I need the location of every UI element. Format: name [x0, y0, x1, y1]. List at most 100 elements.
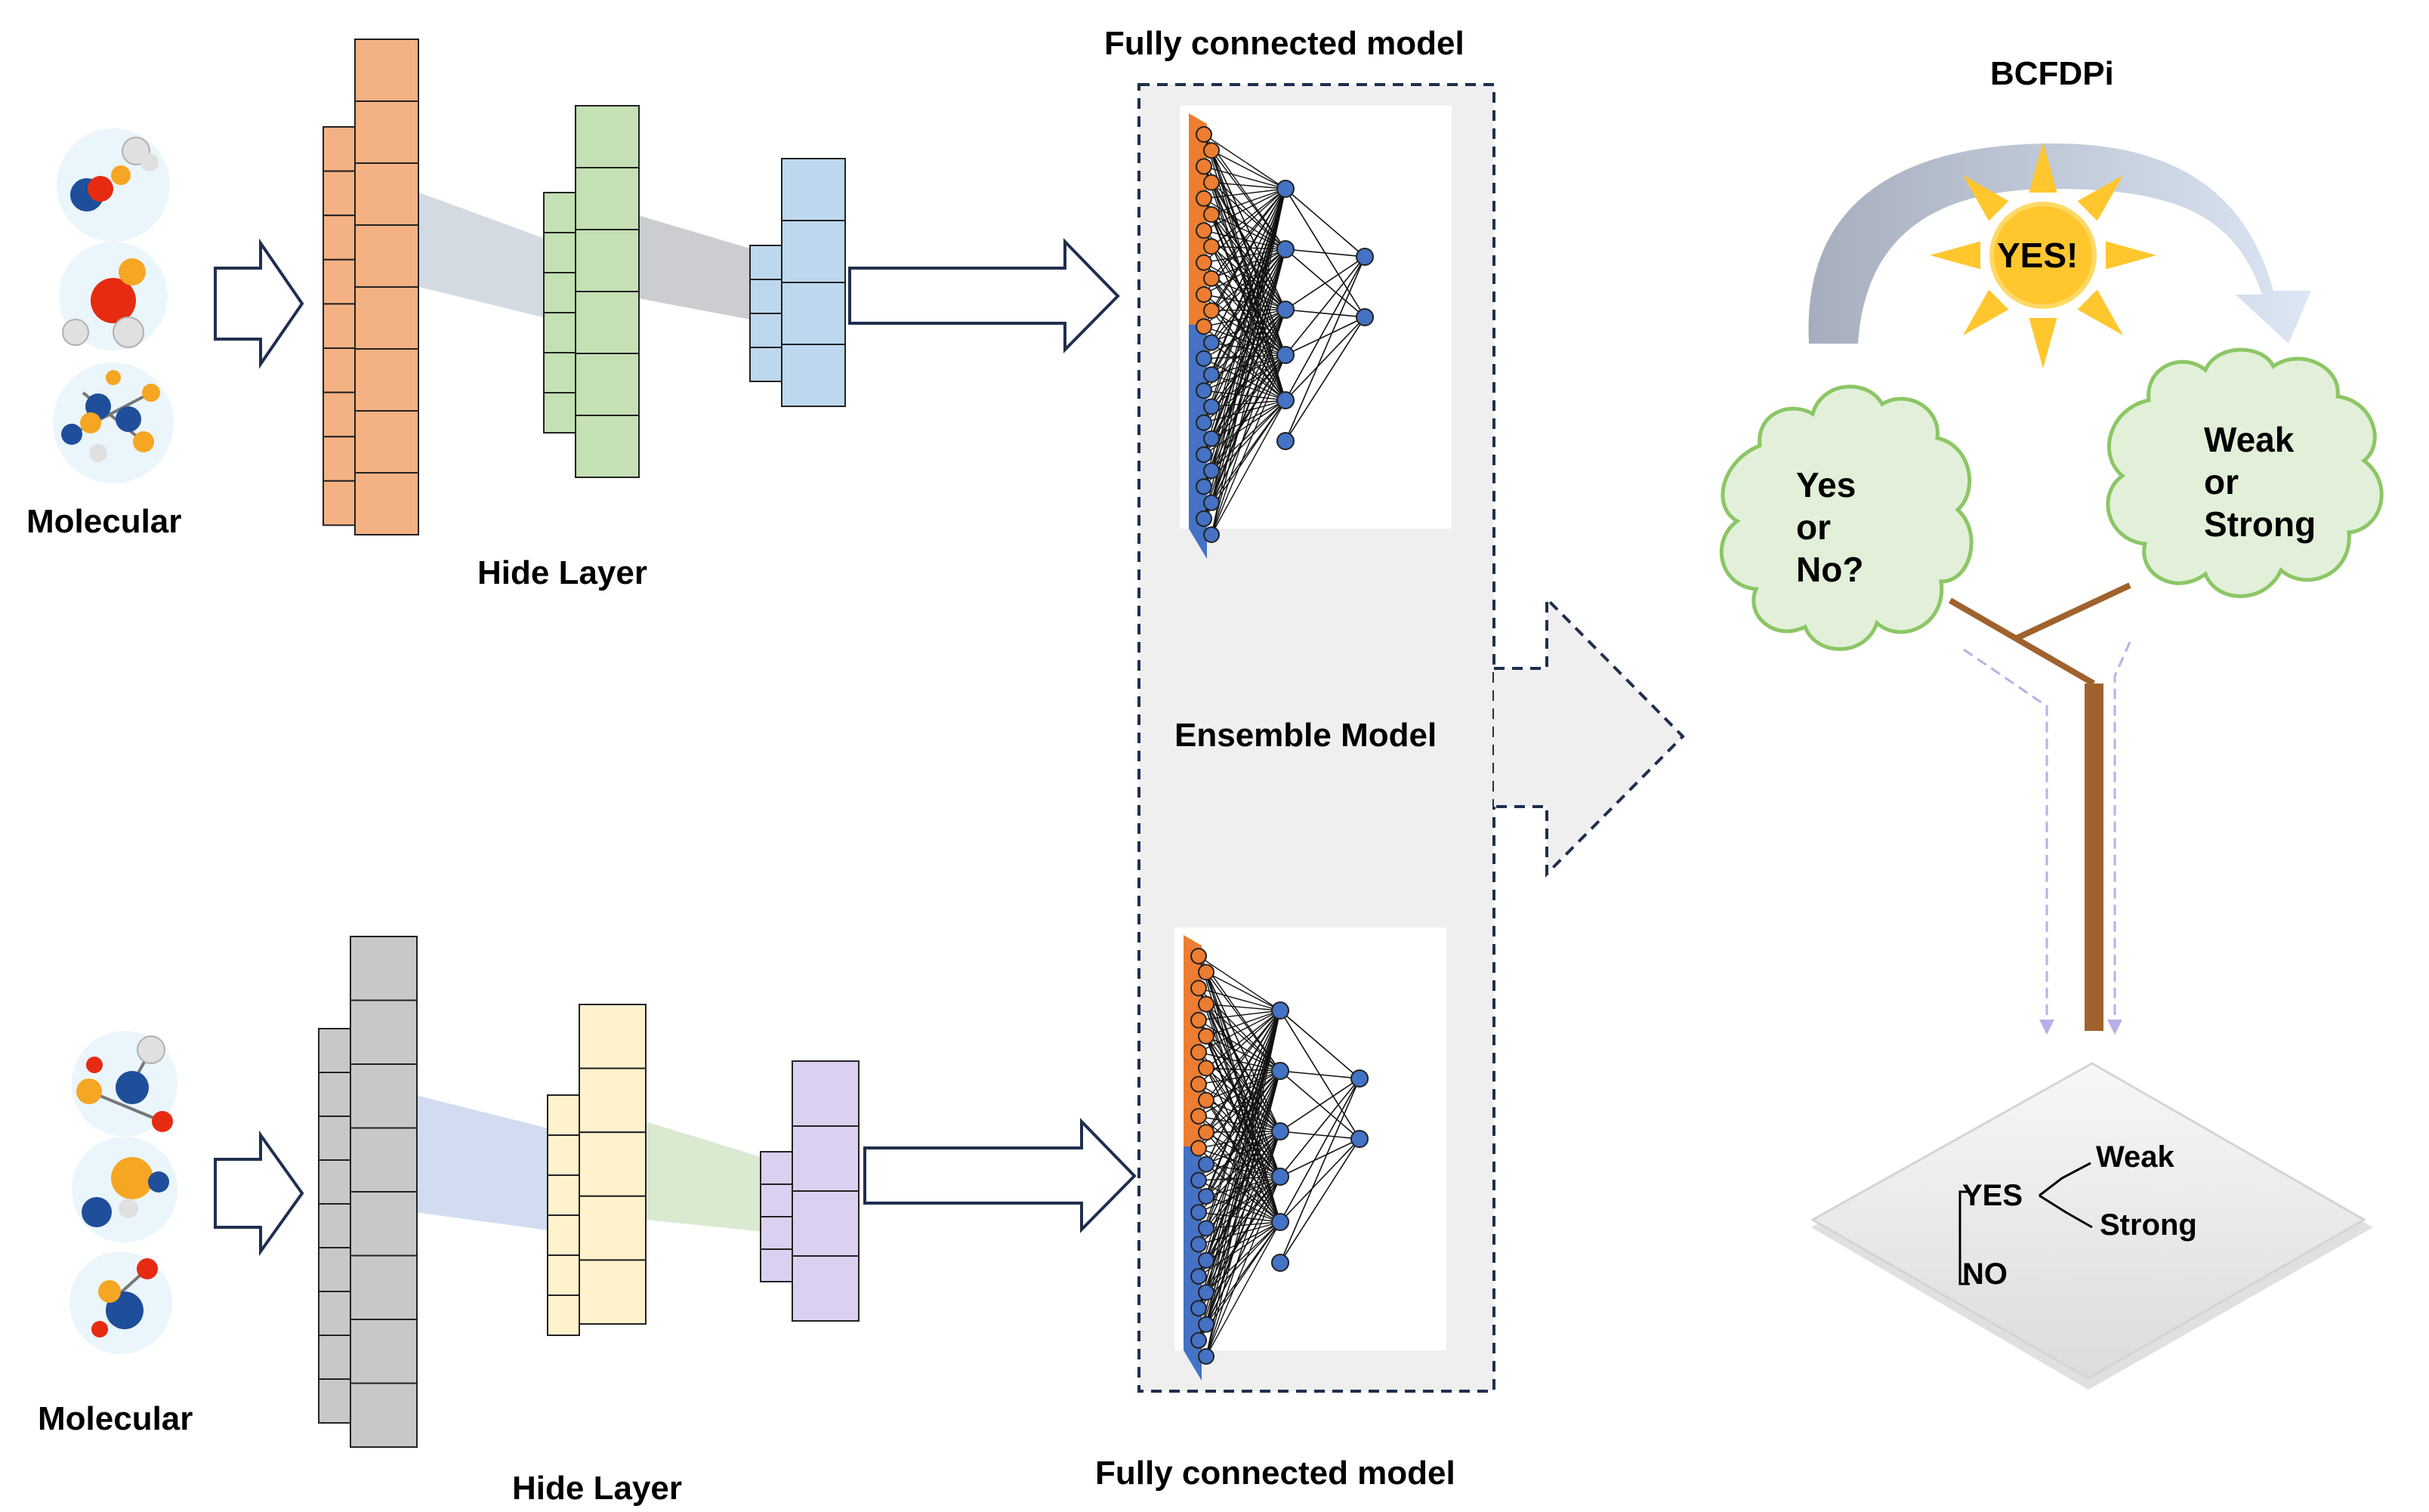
layer-back-cell [543, 352, 576, 393]
input-node [1203, 334, 1220, 351]
fc-edge [1285, 248, 1366, 258]
layer-front-cell [579, 1067, 647, 1134]
fc-edge [1211, 150, 1286, 190]
top-molecular-label: Molecular [26, 503, 181, 540]
fc-edge [1203, 248, 1286, 487]
fc-edge [1203, 248, 1286, 391]
bottom-layer-2 [547, 1004, 647, 1336]
layer-front-cell [781, 158, 846, 221]
input-node [1190, 1268, 1207, 1285]
fc-edge [1205, 1010, 1281, 1069]
fc-edge [1203, 188, 1286, 391]
input-node [1190, 1140, 1207, 1157]
layer-front-cell [350, 1254, 418, 1320]
layer-back-cell [323, 214, 356, 261]
output-node [1350, 1069, 1369, 1088]
layer-front-cell [350, 936, 418, 1001]
fc-edge [1279, 1010, 1360, 1079]
input-node [1203, 462, 1220, 480]
fc-edge [1203, 188, 1286, 231]
bottom-molecular-label: Molecular [38, 1400, 193, 1437]
dashed-flow-arrows [1963, 641, 2131, 1035]
fc-edge [1211, 400, 1286, 535]
sun-disc [1989, 202, 2097, 309]
layer-back-cell [760, 1216, 793, 1250]
hidden-node [1271, 1213, 1289, 1231]
layer-back-cell [323, 436, 356, 482]
layer-back-cell [543, 392, 576, 434]
fc-edge [1285, 256, 1366, 356]
result-yes: YES [1962, 1179, 2023, 1212]
input-node [1196, 414, 1212, 431]
layer-front-cell [575, 353, 640, 416]
layer-front-cell [792, 1190, 860, 1257]
layer-back-cell [749, 245, 782, 280]
hidden-node [1276, 432, 1295, 450]
layer-front-cell [792, 1255, 860, 1322]
hidden-node [1271, 1062, 1289, 1080]
top-hide-layer-label: Hide Layer [477, 554, 647, 591]
fc-edge [1203, 309, 1286, 359]
layer-back-cell [318, 1291, 351, 1336]
bottom-hide-layer-label: Hide Layer [512, 1470, 682, 1507]
input-node [1196, 126, 1212, 143]
input-node [1203, 366, 1220, 383]
layer-back-cell [543, 312, 576, 353]
fc-edge [1285, 316, 1366, 401]
input-node [1198, 1156, 1214, 1173]
layer-back-cell [749, 279, 782, 314]
fc-edge [1198, 1131, 1281, 1309]
fc-edge [1203, 188, 1286, 199]
layer-back-cell [547, 1294, 580, 1336]
input-node [1190, 1236, 1207, 1253]
layer-back-cell [547, 1254, 580, 1296]
input-node [1190, 1331, 1207, 1349]
fc-edge [1205, 1196, 1281, 1223]
hidden-node [1276, 346, 1295, 364]
result-weak: Weak [2096, 1140, 2175, 1174]
fc-edge [1198, 1211, 1281, 1223]
top-fc-model-label: Fully connected model [1104, 25, 1464, 62]
input-node [1190, 1044, 1207, 1061]
sun-ray [2077, 174, 2124, 221]
input-node [1198, 1091, 1214, 1109]
fc-edge [1211, 188, 1286, 503]
layer-back-cell [318, 1247, 351, 1292]
input-node [1203, 302, 1220, 319]
input-node [1196, 254, 1212, 271]
fc-edge [1211, 181, 1286, 190]
hidden-node [1271, 1254, 1289, 1272]
fc-edge [1203, 165, 1286, 190]
fc-edge [1205, 1070, 1281, 1101]
input-node [1203, 174, 1220, 191]
input-node [1198, 1316, 1214, 1333]
fc-edge [1205, 1221, 1281, 1357]
fc-edge [1198, 1010, 1281, 1341]
bottom-layer-3 [760, 1060, 860, 1322]
layer-front-cell [354, 162, 419, 226]
fc-edge [1198, 1070, 1281, 1117]
sun-ray [2077, 289, 2124, 336]
layer-front-cell [792, 1125, 860, 1192]
fc-edge [1205, 1010, 1281, 1101]
fc-edge [1198, 955, 1281, 1011]
input-node [1198, 1284, 1214, 1301]
input-node [1203, 398, 1220, 415]
fc-edge [1211, 248, 1286, 535]
fc-edge [1205, 1131, 1281, 1165]
input-node [1190, 1011, 1207, 1029]
sun-ray [1962, 174, 2009, 221]
fc-edge [1203, 309, 1286, 520]
fc-edge [1285, 188, 1366, 258]
layer-front-cell [354, 224, 419, 288]
fc-edge [1211, 188, 1286, 215]
bottom-band-2 [646, 1122, 793, 1235]
layer-front-cell [354, 100, 419, 164]
output-node [1356, 248, 1374, 266]
ensemble-arrow [1494, 595, 1685, 878]
layer-back-cell [760, 1151, 793, 1185]
top-to-fc-arrow [848, 238, 1120, 353]
layer-front-cell [792, 1060, 860, 1127]
input-node [1196, 318, 1212, 335]
hidden-node [1276, 391, 1295, 409]
